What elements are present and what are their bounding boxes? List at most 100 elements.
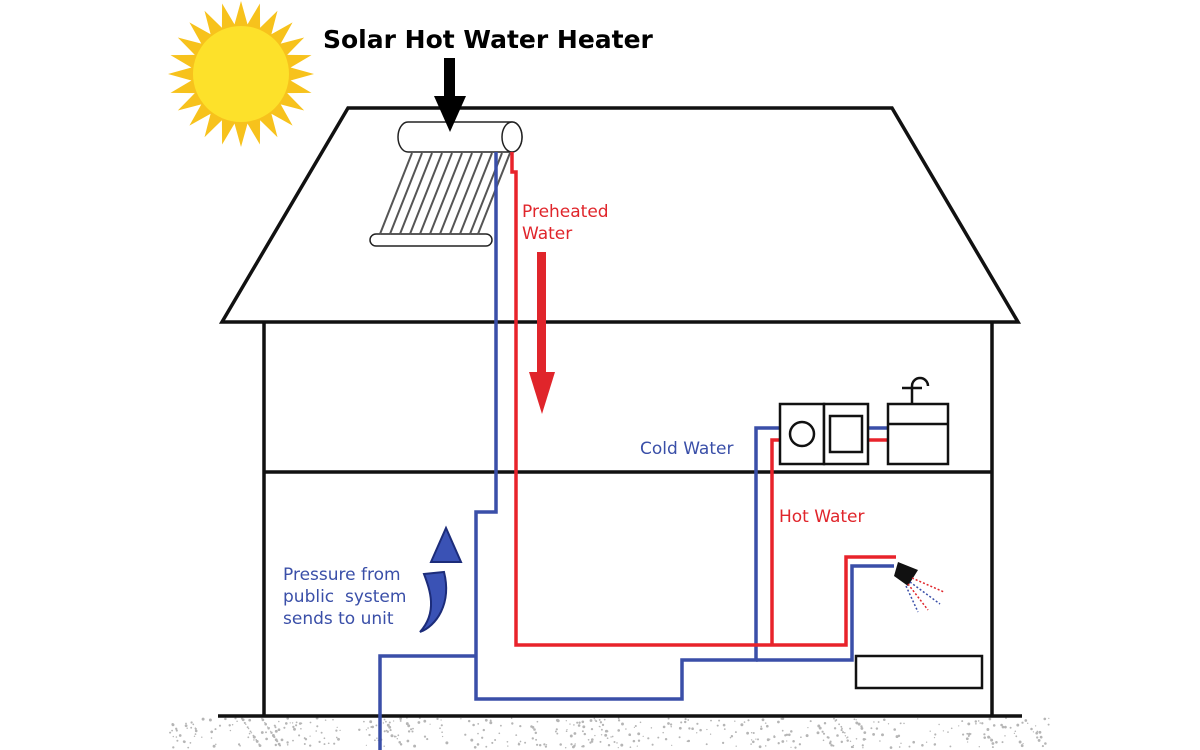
ground-speck: [397, 734, 400, 737]
ground-speck: [333, 742, 336, 745]
hot-water-label: Hot Water: [779, 507, 865, 527]
ground-speck: [175, 736, 178, 738]
ground-speck: [175, 727, 178, 730]
ground-speck: [758, 745, 762, 749]
ground-speck: [844, 735, 847, 737]
ground-speck: [247, 736, 250, 739]
ground-speck: [248, 718, 252, 722]
ground-speck: [573, 744, 576, 747]
ground-speck: [822, 739, 825, 742]
ground-speck: [423, 735, 427, 738]
ground-speck: [365, 744, 367, 746]
ground-speck: [1001, 725, 1005, 729]
ground-speck: [318, 740, 321, 744]
ground-speck: [723, 728, 726, 730]
ground-speck: [589, 741, 592, 744]
ground-speck: [669, 723, 673, 726]
ground-speck: [722, 723, 726, 727]
ground-speck: [365, 729, 368, 731]
ground-speck: [531, 737, 534, 740]
ground-speck: [264, 722, 267, 726]
pressure-label-line3: sends to unit: [283, 609, 394, 629]
ground-speck: [587, 738, 590, 741]
down-arrow-icon: [434, 58, 466, 132]
ground-speck: [832, 744, 835, 747]
ground-speck: [574, 743, 576, 745]
ground-speck: [852, 744, 855, 747]
ground-speck: [599, 740, 602, 743]
ground-speck: [967, 735, 970, 737]
ground-speck: [335, 729, 338, 732]
ground-speck: [678, 736, 681, 739]
ground-speck: [979, 722, 981, 724]
ground-speck: [245, 723, 247, 726]
ground-speck: [781, 740, 785, 743]
ground-speck: [189, 742, 192, 744]
ground-speck: [565, 720, 567, 722]
ground-speck: [583, 732, 587, 736]
ground-speck: [291, 722, 294, 724]
ground-speck: [249, 730, 252, 733]
ground-speck: [1040, 737, 1043, 739]
ground-speck: [908, 745, 911, 748]
ground-speck: [657, 736, 660, 739]
ground-speck: [977, 720, 980, 722]
ground-speck: [511, 722, 514, 725]
ground-speck: [395, 735, 397, 738]
ground-speck: [423, 719, 427, 723]
ground-speck: [600, 728, 603, 731]
ground-speck: [398, 741, 401, 744]
ground-speck: [368, 733, 371, 737]
ground-speck: [883, 718, 886, 721]
ground-speck: [277, 728, 281, 732]
ground-speck: [987, 735, 991, 739]
ground-speck: [921, 744, 924, 747]
ground-speck: [1024, 719, 1028, 722]
ground-speck: [441, 731, 443, 734]
ground-speck: [284, 722, 288, 725]
ground-speck: [556, 732, 559, 735]
ground-speck: [535, 743, 539, 746]
bathtub: [854, 654, 984, 690]
ground-speck: [491, 741, 494, 744]
ground-speck: [439, 727, 441, 730]
ground-speck: [178, 734, 182, 737]
ground-speck: [440, 719, 442, 721]
ground-speck: [601, 723, 605, 727]
ground-speck: [773, 735, 776, 739]
ground-speck: [777, 720, 780, 724]
ground-speck: [266, 726, 269, 728]
ground-speck: [900, 742, 902, 745]
ground-speck: [494, 739, 497, 741]
ground-speck: [406, 739, 410, 743]
ground-speck: [236, 720, 238, 723]
sink-icon: [886, 376, 950, 466]
ground-speck: [840, 725, 843, 728]
ground-speck: [950, 727, 953, 730]
ground-speck: [818, 726, 822, 730]
ground-speck: [265, 731, 267, 734]
ground-speck: [765, 724, 769, 728]
ground-speck: [265, 737, 268, 741]
ground-speck: [684, 718, 687, 721]
ground-speck: [590, 738, 594, 741]
ground-speck: [337, 737, 340, 741]
ground-speck: [1048, 717, 1050, 720]
ground-speck: [183, 740, 186, 744]
ground-speck: [852, 746, 854, 749]
ground-speck: [678, 726, 682, 730]
ground-speck: [278, 744, 282, 747]
ground-speck: [1009, 726, 1012, 729]
ground-speck: [1022, 743, 1024, 745]
ground-speck: [482, 728, 485, 732]
ground-speck: [460, 718, 462, 720]
ground-speck: [581, 745, 583, 748]
ground-speck: [620, 743, 624, 747]
cold-water-pipes: [378, 152, 894, 750]
ground-speck: [172, 735, 174, 738]
ground-speck: [573, 732, 577, 735]
ground-speck: [841, 731, 845, 734]
ground-speck: [274, 729, 278, 733]
ground-speck: [386, 723, 390, 727]
ground-speck: [611, 735, 614, 738]
